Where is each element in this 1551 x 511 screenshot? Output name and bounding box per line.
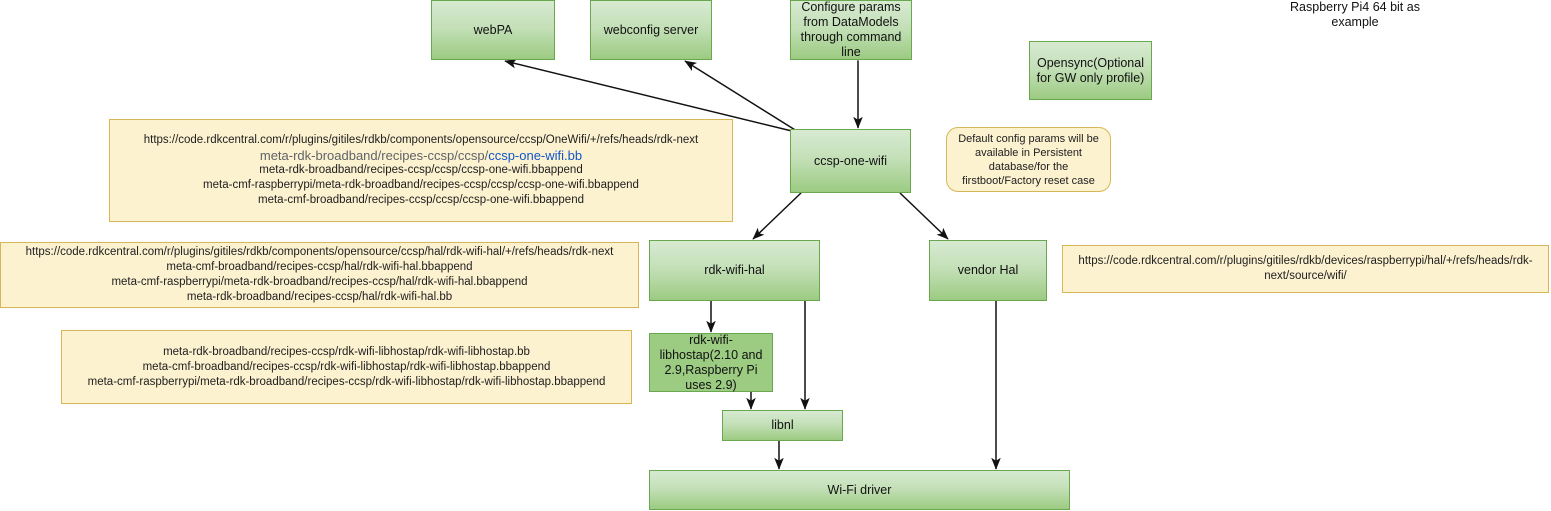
node-rdk-wifi-libhostap[interactable]: rdk-wifi-libhostap(2.10 and 2.9,Raspberr… [649,333,773,392]
node-webconfig-server[interactable]: webconfig server [590,0,712,60]
note-libhostap-line-3: meta-cmf-raspberrypi/meta-rdk-broadband/… [87,375,606,388]
note-onewifi-line-1: https://code.rdkcentral.com/r/plugins/gi… [143,134,699,146]
wire-ccsp-to-rdk-wifi-hal [752,181,813,240]
note-default-config-params: Default config params will be available … [946,127,1111,192]
note-onewifi-line-4: meta-cmf-raspberrypi/meta-rdk-broadband/… [203,179,639,191]
note-onewifi-line-2-link[interactable]: ccsp-one-wifi.bb [488,148,583,163]
node-vendor-hal[interactable]: vendor Hal [929,240,1047,301]
node-rdk-wifi-hal[interactable]: rdk-wifi-hal [649,240,820,301]
note-rdk-wifi-hal-recipes-lines: https://code.rdkcentral.com/r/plugins/gi… [9,245,630,305]
node-webpa[interactable]: webPA [431,0,555,60]
note-onewifi-line-5: meta-cmf-broadband/recipes-ccsp/ccsp/ccs… [258,194,584,206]
note-libhostap-recipes: meta-rdk-broadband/recipes-ccsp/rdk-wifi… [61,330,632,404]
node-configure-params[interactable]: Configure params from DataModels through… [790,0,912,60]
note-hal-line-2: meta-cmf-broadband/recipes-ccsp/hal/rdk-… [166,261,473,273]
wire-ccsp-to-vendor-hal [888,181,949,240]
note-rdk-wifi-hal-recipes: https://code.rdkcentral.com/r/plugins/gi… [0,242,639,308]
note-libhostap-line-2: meta-cmf-broadband/recipes-ccsp/rdk-wifi… [142,360,551,373]
node-wifi-driver[interactable]: Wi-Fi driver [649,470,1070,510]
raspberry-pi-example-label: Raspberry Pi4 64 bit as example [1290,0,1420,29]
note-libhostap-recipes-lines: meta-rdk-broadband/recipes-ccsp/rdk-wifi… [70,345,623,390]
note-hal-line-3: meta-cmf-raspberrypi/meta-rdk-broadband/… [111,276,528,288]
note-onewifi-recipes-lines: https://code.rdkcentral.com/r/plugins/gi… [118,133,724,208]
note-hal-line-4: meta-rdk-broadband/recipes-ccsp/hal/rdk-… [186,291,453,303]
note-onewifi-recipes: https://code.rdkcentral.com/r/plugins/gi… [109,119,733,222]
note-onewifi-line-3: meta-rdk-broadband/recipes-ccsp/ccsp/ccs… [259,164,583,176]
note-onewifi-line-2-prefix: meta-rdk-broadband/recipes-ccsp/ccsp/ [259,148,489,163]
note-onewifi-line-2: meta-rdk-broadband/recipes-ccsp/ccsp/ccs… [118,148,724,163]
node-libnl[interactable]: libnl [722,410,843,441]
note-hal-line-1: https://code.rdkcentral.com/r/plugins/gi… [25,246,614,258]
note-libhostap-line-1: meta-rdk-broadband/recipes-ccsp/rdk-wifi… [163,345,530,358]
node-opensync[interactable]: Opensync(Optional for GW only profile) [1029,41,1152,100]
node-ccsp-one-wifi[interactable]: ccsp-one-wifi [790,129,911,193]
note-vendor-hal-source: https://code.rdkcentral.com/r/plugins/gi… [1062,245,1549,293]
